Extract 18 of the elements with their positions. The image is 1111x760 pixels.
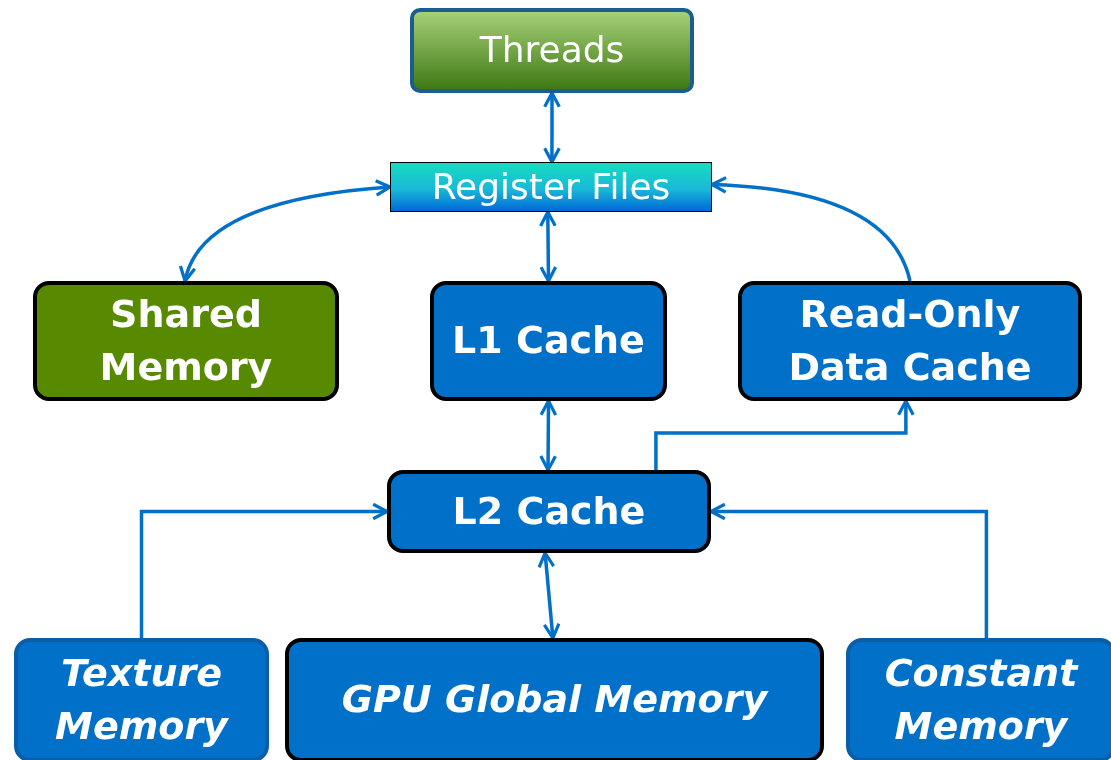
memory-box: GPU Global Memory (285, 638, 824, 760)
memory-box: Constant Memory (846, 638, 1111, 760)
arrow (709, 502, 989, 638)
memory-box: L2 Cache (387, 470, 711, 553)
arrow (537, 551, 561, 640)
arrow (539, 210, 558, 283)
arrow (710, 176, 912, 282)
memory-box: Threads (410, 8, 694, 93)
arrow (539, 399, 558, 472)
arrow (180, 179, 392, 283)
memory-box: Shared Memory (33, 281, 339, 401)
arrow (654, 399, 915, 470)
arrow (543, 91, 561, 164)
memory-box: Texture Memory (14, 638, 269, 760)
arrow (139, 502, 389, 638)
memory-box: L1 Cache (430, 281, 667, 401)
memory-box: Read-Only Data Cache (738, 281, 1082, 401)
memory-box: Register Files (390, 162, 712, 212)
